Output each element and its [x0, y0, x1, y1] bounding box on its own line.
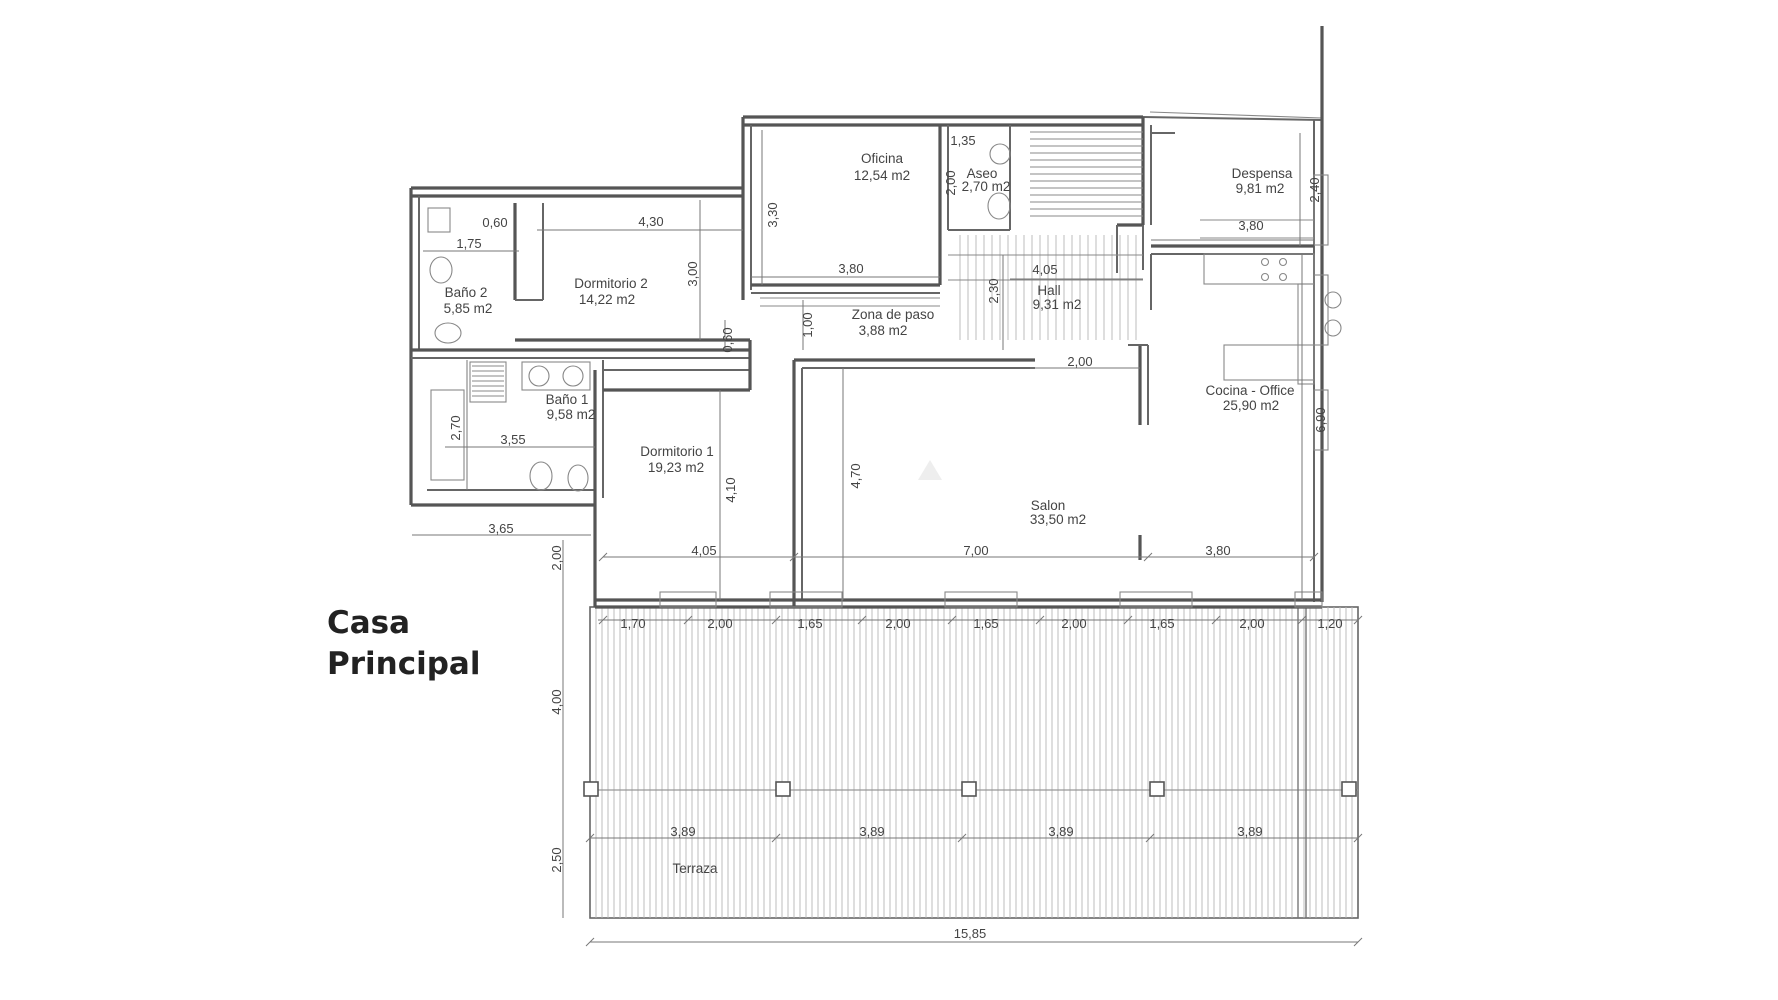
room-area-zona-de-paso: 3,88 m2 — [859, 323, 908, 338]
room-area-dormitorio-1: 19,23 m2 — [648, 460, 704, 475]
dim-label: 1,65 — [1149, 616, 1174, 631]
dim-label: 1,20 — [1317, 616, 1342, 631]
dim-label: 3,65 — [488, 521, 513, 536]
terrace-decking — [583, 606, 1359, 919]
room-name-oficina: Oficina — [861, 151, 904, 166]
dim-label: 4,00 — [549, 689, 564, 714]
dim-label: 3,89 — [1048, 824, 1073, 839]
room-name-despensa: Despensa — [1232, 166, 1293, 181]
dim-label: 3,80 — [1205, 543, 1230, 558]
dim-label: 3,55 — [500, 432, 525, 447]
dim-label: 2,70 — [448, 415, 463, 440]
dimension-lines — [412, 130, 1363, 947]
terrace-post — [583, 781, 599, 797]
dim-label: 2,00 — [1067, 354, 1092, 369]
room-labels: Oficina 12,54 m2 Aseo 2,70 m2 Despensa 9… — [444, 151, 1295, 876]
room-name-terraza: Terraza — [672, 861, 718, 876]
dim-label: 3,00 — [685, 261, 700, 286]
room-area-aseo: 2,70 m2 — [962, 179, 1011, 194]
dim-label: 2,40 — [1307, 177, 1322, 202]
title-line-2: Principal — [327, 646, 481, 682]
room-name-dormitorio-2: Dormitorio 2 — [574, 276, 648, 291]
room-area-despensa: 9,81 m2 — [1236, 181, 1285, 196]
terrace-post — [961, 781, 977, 797]
room-area-salon: 33,50 m2 — [1030, 512, 1086, 527]
kitchen-counter — [1203, 253, 1315, 285]
room-name-bano-1: Baño 1 — [546, 392, 589, 407]
room-name-zona-de-paso: Zona de paso — [852, 307, 935, 322]
dim-label: 1,65 — [797, 616, 822, 631]
dim-label: 0,60 — [720, 327, 735, 352]
walls — [409, 26, 1329, 609]
dim-label: 2,00 — [1061, 616, 1086, 631]
basin-icon — [528, 365, 550, 387]
room-area-bano-2: 5,85 m2 — [444, 301, 493, 316]
page-title: Casa Principal — [327, 603, 480, 685]
dim-label: 2,00 — [1239, 616, 1264, 631]
dim-label: 4,10 — [723, 477, 738, 502]
toilet-icon — [987, 192, 1011, 220]
dim-label: 2,00 — [707, 616, 732, 631]
dimension-labels: 1,35 2,00 2,40 0,60 4,30 3,30 1,75 3,00 … — [448, 133, 1343, 941]
dim-label: 1,70 — [620, 616, 645, 631]
terrace-post — [1341, 781, 1357, 797]
toilet-icon — [429, 256, 453, 284]
room-area-hall: 9,31 m2 — [1033, 297, 1082, 312]
dim-label: 4,30 — [638, 214, 663, 229]
room-area-cocina: 25,90 m2 — [1223, 398, 1279, 413]
room-name-hall: Hall — [1037, 283, 1060, 298]
dim-label: 1,00 — [800, 312, 815, 337]
sink-icon — [1324, 291, 1342, 309]
dim-label: 2,00 — [885, 616, 910, 631]
title-line-1: Casa — [327, 605, 411, 641]
room-name-cocina: Cocina - Office — [1205, 383, 1294, 398]
dim-label: 3,89 — [1237, 824, 1262, 839]
sink-icon — [1324, 319, 1342, 337]
dim-label: 2,50 — [549, 847, 564, 872]
room-area-dormitorio-2: 14,22 m2 — [579, 292, 635, 307]
dim-label: 15,85 — [954, 926, 987, 941]
dim-label: 6,90 — [1313, 407, 1328, 432]
basin-icon — [434, 322, 462, 344]
shower-icon — [469, 361, 507, 403]
fixtures — [427, 131, 1342, 492]
dim-label: 1,75 — [456, 236, 481, 251]
dim-label: 3,30 — [765, 202, 780, 227]
basin-icon — [562, 365, 584, 387]
dim-label: 4,70 — [848, 463, 863, 488]
hob-icon — [1260, 257, 1270, 267]
room-area-oficina: 12,54 m2 — [854, 168, 910, 183]
room-name-dormitorio-1: Dormitorio 1 — [640, 444, 714, 459]
terrace-post — [775, 781, 791, 797]
toilet-icon — [529, 461, 553, 491]
dim-label: 2,00 — [943, 170, 958, 195]
dim-label: 1,35 — [950, 133, 975, 148]
terrace-post — [1149, 781, 1165, 797]
dim-label: 3,89 — [670, 824, 695, 839]
dim-label: 4,05 — [1032, 262, 1057, 277]
kitchen-island — [1223, 344, 1315, 381]
bidet-icon — [567, 464, 589, 492]
dim-label: 4,05 — [691, 543, 716, 558]
dim-label: 7,00 — [963, 543, 988, 558]
room-area-bano-1: 9,58 m2 — [547, 407, 596, 422]
room-name-aseo: Aseo — [967, 166, 998, 181]
dim-label: 3,89 — [859, 824, 884, 839]
dim-label: 2,30 — [986, 278, 1001, 303]
bathtub-icon — [430, 389, 465, 481]
basin-icon — [989, 143, 1011, 165]
dim-label: 3,80 — [1238, 218, 1263, 233]
dim-label: 2,00 — [549, 545, 564, 570]
dim-label: 3,80 — [838, 261, 863, 276]
dim-label: 1,65 — [973, 616, 998, 631]
room-name-bano-2: Baño 2 — [445, 285, 488, 300]
room-name-salon: Salon — [1031, 498, 1066, 513]
dim-label: 0,60 — [482, 215, 507, 230]
